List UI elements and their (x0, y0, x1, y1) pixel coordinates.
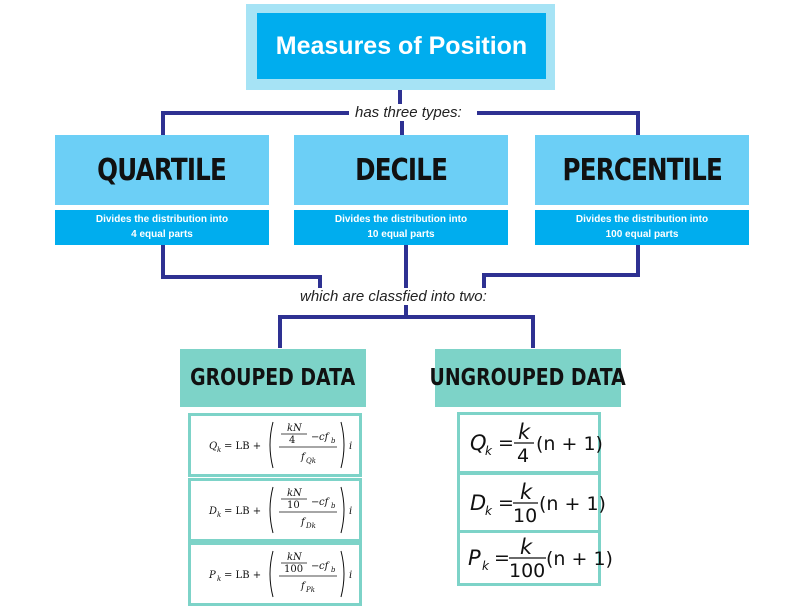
formula-i: i (349, 441, 352, 452)
page-title: Measures of Position (257, 13, 546, 79)
formula-num: k (520, 480, 533, 504)
formula-eq: = (498, 432, 514, 454)
grouped-quartile-formula: Q k = LB + kN 4 − cf b f Qk i (188, 413, 362, 477)
formula-cf-sub: b (331, 566, 336, 574)
formula-cf: cf (319, 497, 331, 508)
ungrouped-percentile-formula: P k = k 100 (n + 1) (457, 530, 613, 586)
quartile-heading: QUARTILE (55, 135, 269, 205)
connector-left-top (161, 111, 349, 135)
formula-f-sub: Qk (306, 457, 316, 465)
connector-percentile-down (482, 245, 640, 288)
formula-lhs-sub: k (482, 559, 490, 573)
grouped-data-heading: GROUPED DATA (180, 349, 366, 407)
formula-f-sub: Pk (305, 586, 315, 594)
ungrouped-data-heading: UNGROUPED DATA (430, 349, 626, 407)
caption-classified: which are classfied into two: (294, 288, 493, 305)
decile-heading: DECILE (294, 135, 508, 205)
formula-den: 4 (517, 445, 529, 467)
formula-eq: = (494, 547, 510, 569)
svg-text:−: − (311, 561, 319, 572)
formula-den: 10 (287, 500, 300, 511)
formula-lhs-sub: k (485, 444, 493, 458)
formula-cf: cf (319, 432, 331, 443)
formula-lhs-sub: k (217, 575, 221, 583)
formula-lhs-sub: k (217, 511, 221, 519)
grouped-decile-formula: D k = LB + kN 10 − cf b f Dk i (188, 478, 362, 542)
formula-f: f (300, 517, 307, 528)
formula-cf: cf (319, 561, 331, 572)
formula-num: kN (287, 423, 303, 434)
formula-lb: = LB + (224, 506, 261, 517)
formula-den: 100 (284, 564, 303, 575)
formula-i: i (349, 506, 352, 517)
formula-den: 10 (513, 505, 537, 527)
percentile-heading: PERCENTILE (535, 135, 749, 205)
formula-num: k (518, 420, 531, 444)
formula-f-sub: Dk (305, 522, 316, 530)
ungrouped-quartile-formula: Q k = k 4 (n + 1) (457, 412, 603, 474)
formula-cf-sub: b (331, 437, 336, 445)
formula-num: kN (287, 552, 303, 563)
formula-tail: (n + 1) (536, 433, 603, 455)
formula-lb: = LB + (224, 570, 261, 581)
formula-lb: = LB + (224, 441, 261, 452)
formula-tail: (n + 1) (546, 548, 613, 570)
formula-lhs: D (470, 491, 486, 515)
formula-i: i (349, 570, 352, 581)
formula-lhs: Q (470, 431, 487, 455)
formula-lhs: Q (209, 441, 217, 452)
formula-tail: (n + 1) (539, 493, 606, 515)
caption-three-types: has three types: (349, 104, 468, 121)
ungrouped-decile-formula: D k = k 10 (n + 1) (457, 472, 606, 534)
svg-text:−: − (311, 432, 319, 443)
connector-quartile-down (161, 245, 322, 288)
formula-lhs-sub: k (485, 504, 493, 518)
formula-f: f (300, 452, 307, 463)
formula-lhs: D (208, 506, 217, 517)
connector-right-top (477, 111, 640, 135)
formula-num: k (520, 535, 533, 559)
svg-text:−: − (311, 497, 319, 508)
formula-den: 100 (509, 560, 545, 582)
connector-bottom-split (278, 315, 535, 348)
grouped-percentile-formula: P k = LB + kN 100 − cf b f Pk i (188, 542, 362, 606)
formula-lhs: P (208, 570, 216, 581)
formula-lhs-sub: k (217, 446, 221, 454)
formula-num: kN (287, 488, 303, 499)
formula-lhs: P (468, 546, 481, 570)
formula-eq: = (498, 492, 514, 514)
formula-cf-sub: b (331, 502, 336, 510)
formula-den: 4 (289, 435, 295, 446)
formula-f: f (300, 581, 307, 592)
